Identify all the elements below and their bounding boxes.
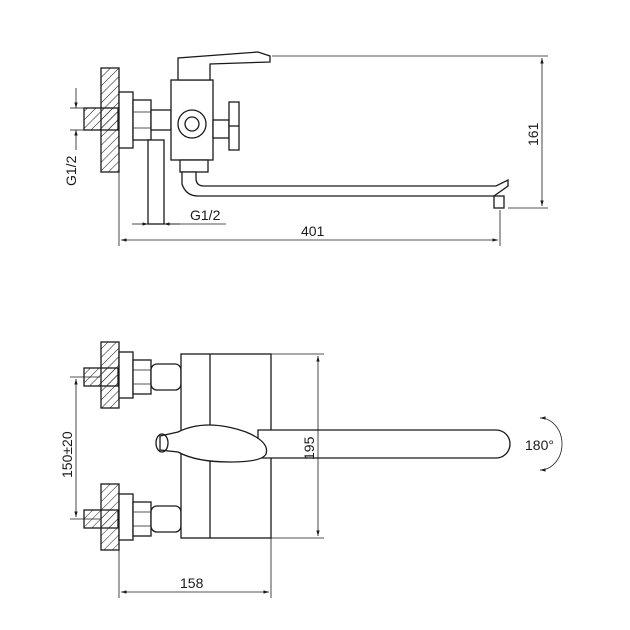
side-wall-plate: [118, 91, 134, 149]
side-aerator: [493, 195, 505, 209]
side-body: [170, 79, 214, 161]
side-pipe: [147, 139, 165, 225]
front-lower-connector: [150, 505, 182, 533]
front-width-label: 158: [180, 575, 204, 591]
rotation-label: 180°: [525, 437, 554, 453]
front-lower-plate: [118, 493, 134, 541]
front-upper-plate: [118, 351, 134, 399]
side-nut: [132, 99, 152, 141]
front-lower-nut: [132, 501, 152, 537]
front-view: 180° 150±20 195 158: [59, 341, 563, 598]
front-spout: [257, 429, 511, 459]
front-height-label: 195: [301, 436, 317, 460]
rotation-arc: [539, 416, 563, 472]
side-view: G1/2 G1/2 401 161: [63, 51, 548, 246]
side-thread-vertical-label: G1/2: [63, 155, 79, 186]
front-handle: [159, 424, 268, 463]
side-thread-horizontal-label: G1/2: [190, 207, 221, 223]
side-eccentric: [83, 107, 119, 131]
side-height-label: 161: [525, 122, 541, 146]
front-upper-connector: [150, 363, 182, 391]
side-connector: [150, 109, 172, 131]
side-width-label: 401: [301, 223, 325, 239]
side-outlet: [179, 159, 209, 173]
front-spacing-label: 150±20: [59, 431, 75, 478]
side-diverter-stem: [212, 119, 230, 139]
side-spout: [181, 171, 509, 197]
front-upper-nut: [132, 359, 152, 395]
side-lever: [177, 51, 271, 81]
